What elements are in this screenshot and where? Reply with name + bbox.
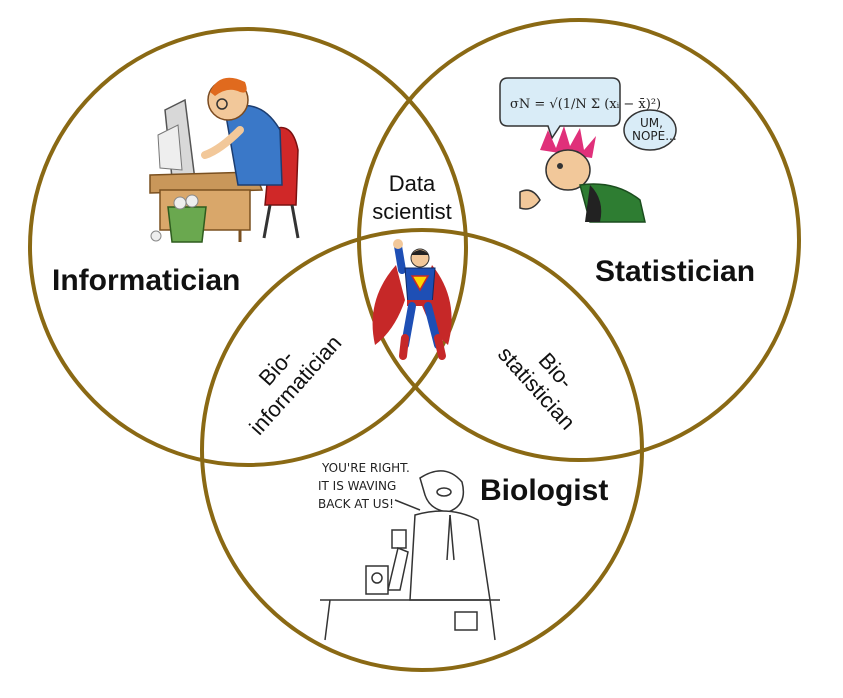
superhero-icon: [372, 239, 452, 360]
biologist-speech-line3: BACK AT US!: [318, 497, 394, 511]
scientist-with-microscope-icon: YOU'RE RIGHT. IT IS WAVING BACK AT US!: [318, 461, 500, 641]
biologist-speech-line1: YOU'RE RIGHT.: [321, 461, 410, 475]
biostatistician-label-line2: statistician: [493, 341, 580, 434]
bioinformatician-label: Bio- informatician: [244, 330, 346, 439]
statistician-speech-line1: UM,: [640, 116, 663, 130]
data-scientist-label-line2: scientist: [372, 199, 451, 224]
biologist-speech-line2: IT IS WAVING: [318, 479, 396, 493]
statistician-formula: σN = √(1/N Σ (xᵢ − x̄)²): [510, 97, 661, 112]
statistician-speech-line2: NOPE...: [632, 129, 677, 143]
confused-statistician-icon: σN = √(1/N Σ (xᵢ − x̄)²) UM, NOPE...: [499, 77, 677, 223]
informatician-label: Informatician: [52, 264, 240, 297]
statistician-label: Statistician: [595, 255, 755, 288]
biologist-label: Biologist: [480, 474, 608, 507]
biostatistician-label: Bio- statistician: [493, 341, 580, 434]
programmer-at-desk-icon: [149, 77, 300, 243]
informatician-circle: [28, 27, 468, 467]
bioinformatician-label-line2: informatician: [244, 330, 346, 439]
data-scientist-label-line1: Data: [389, 171, 436, 196]
biologist-circle: [200, 228, 644, 672]
